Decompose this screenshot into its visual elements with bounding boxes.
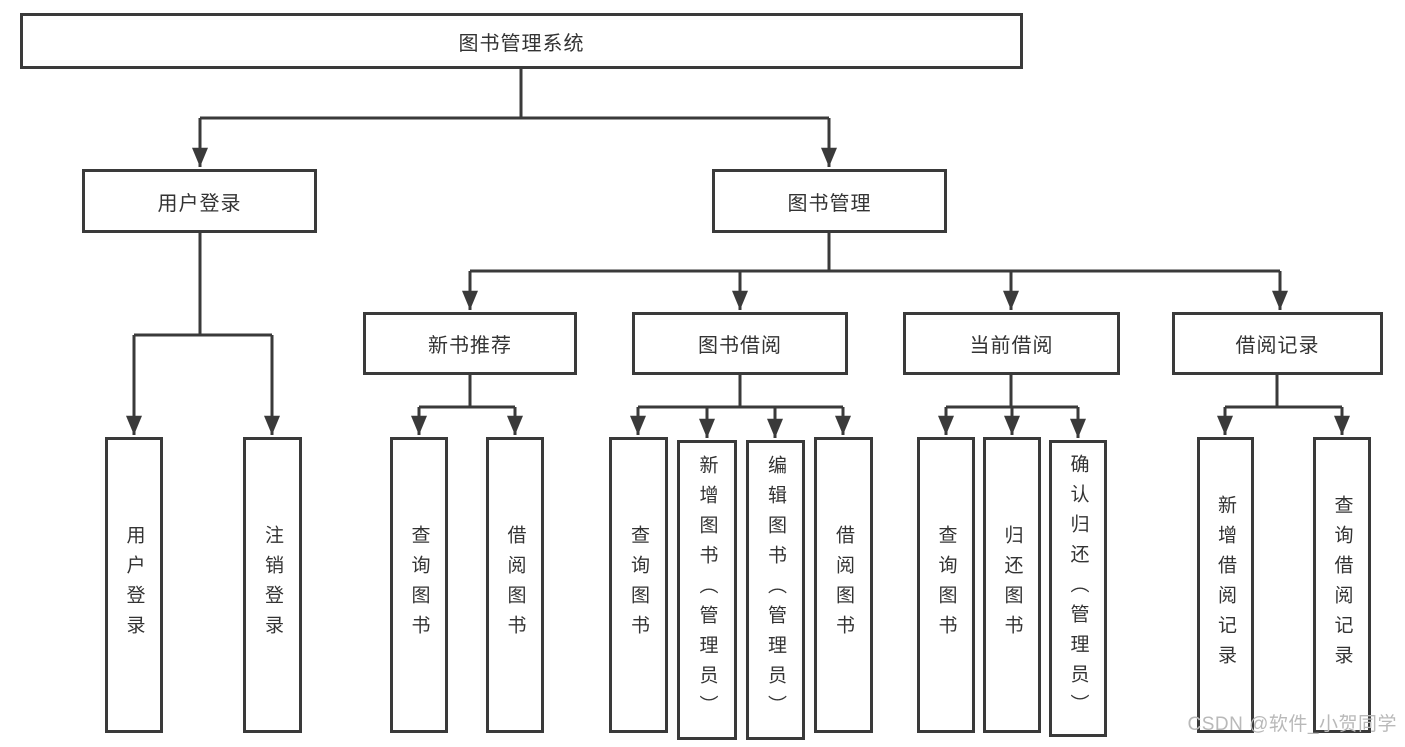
leaf-nb-borrow-books: 借阅图书 — [486, 437, 544, 733]
leaf-label: 查询图书 — [408, 525, 430, 645]
csdn-watermark: CSDN @软件_小贺同学 — [1187, 714, 1397, 735]
leaf-label: 查询图书 — [628, 525, 649, 645]
connector-book-management — [462, 233, 1288, 310]
leaf-label: 注销登录 — [262, 525, 283, 645]
leaf-label: 编辑图书（管理员） — [765, 455, 786, 725]
leaf-label: 查询图书 — [935, 525, 957, 645]
leaf-bb-query-books: 查询图书 — [609, 437, 668, 733]
leaf-cb-confirm-return-admin: 确认归还（管理员） — [1049, 440, 1107, 737]
leaf-br-query-record: 查询借阅记录 — [1313, 437, 1371, 733]
node-label: 图书管理系统 — [458, 32, 585, 55]
leaf-br-add-record: 新增借阅记录 — [1197, 437, 1254, 733]
leaf-cb-query-books: 查询图书 — [917, 437, 975, 733]
leaf-bb-borrow-books: 借阅图书 — [814, 437, 873, 733]
leaf-label: 借阅图书 — [504, 525, 526, 645]
leaf-label: 归还图书 — [1001, 525, 1023, 645]
leaf-cb-return-books: 归还图书 — [983, 437, 1041, 733]
connector-new-book-recommend — [411, 375, 523, 435]
node-book-management: 图书管理 — [712, 169, 947, 233]
leaf-label: 用户登录 — [123, 525, 145, 645]
connector-user-login — [126, 233, 280, 435]
node-label: 新书推荐 — [428, 335, 512, 357]
node-label: 用户登录 — [157, 192, 242, 215]
connector-current-borrowing — [938, 375, 1086, 438]
node-label: 当前借阅 — [969, 335, 1054, 357]
leaf-logout: 注销登录 — [243, 437, 302, 733]
leaf-label: 确认归还（管理员） — [1067, 453, 1089, 724]
leaf-nb-query-books: 查询图书 — [390, 437, 448, 733]
node-label: 借阅记录 — [1235, 335, 1320, 357]
node-current-borrowing: 当前借阅 — [903, 312, 1120, 375]
leaf-label: 查询借阅记录 — [1331, 495, 1353, 675]
leaf-label: 新增借阅记录 — [1215, 495, 1236, 675]
leaf-label: 新增图书（管理员） — [696, 455, 718, 725]
node-library-management-system: 图书管理系统 — [20, 13, 1023, 69]
leaf-user-login: 用户登录 — [105, 437, 163, 733]
node-new-book-recommend: 新书推荐 — [363, 312, 577, 375]
connector-book-borrowing — [630, 375, 851, 438]
leaf-bb-add-books-admin: 新增图书（管理员） — [677, 440, 737, 740]
connector-root — [192, 69, 837, 167]
node-book-borrowing: 图书借阅 — [632, 312, 848, 375]
leaf-label: 借阅图书 — [833, 525, 854, 645]
leaf-bb-edit-books-admin: 编辑图书（管理员） — [746, 440, 805, 740]
connector-borrowing-records — [1217, 375, 1350, 435]
node-label: 图书管理 — [787, 192, 872, 215]
node-label: 图书借阅 — [698, 335, 782, 357]
node-user-login: 用户登录 — [82, 169, 317, 233]
node-borrowing-records: 借阅记录 — [1172, 312, 1383, 375]
